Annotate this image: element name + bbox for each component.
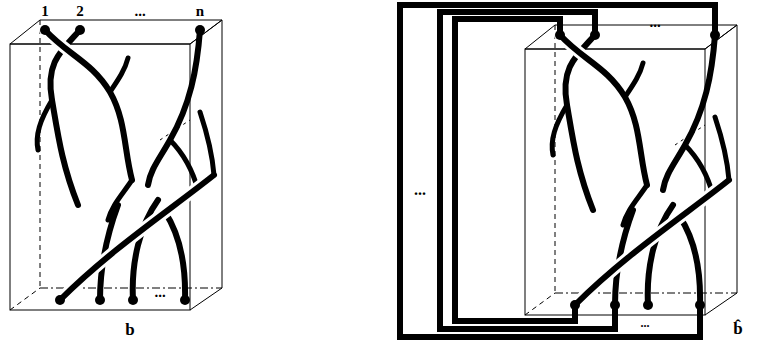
ellipsis-label: ...: [134, 4, 145, 19]
strand-label: 2: [76, 4, 84, 19]
strand-label: b: [125, 321, 134, 338]
ellipsis-label: ...: [414, 182, 426, 198]
ellipsis-label: ...: [641, 317, 650, 329]
strand-label: n: [196, 4, 204, 19]
strand-label: 1: [41, 4, 49, 19]
ellipsis-label: ...: [649, 15, 660, 30]
ellipsis-label: ...: [154, 285, 165, 300]
strand-label: b̂: [733, 320, 742, 337]
